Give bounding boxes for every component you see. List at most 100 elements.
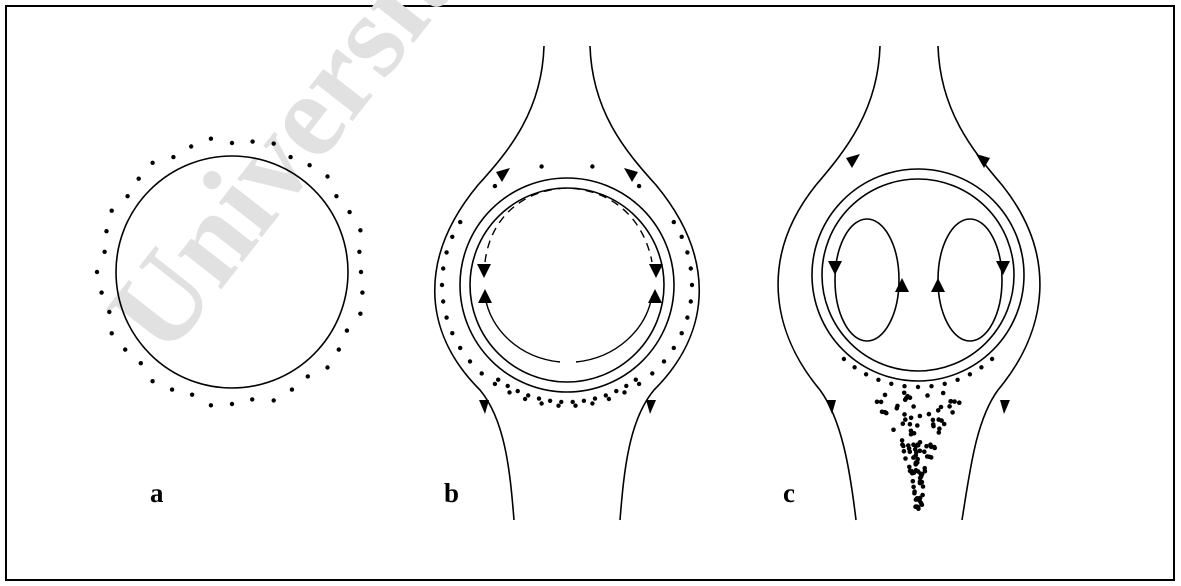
vortex-left-c [835,219,899,341]
vortex-right-c [938,219,1002,341]
particle-dot [909,416,914,421]
particle-dot [880,410,885,415]
particle-dot [95,270,99,274]
particle-dot [852,365,856,369]
particle-dot [891,428,896,433]
particle-dot [450,235,454,239]
panel-label-a: a [150,478,164,508]
particle-dot [637,184,641,188]
particle-dot [493,382,497,386]
particle-dot [911,485,916,490]
particle-dot [325,365,329,369]
particle-dot [879,400,884,405]
particle-dot [901,421,906,426]
particle-dot [634,378,638,382]
particle-dot [903,417,908,422]
particle-dot [672,220,676,224]
particle-dot [662,359,666,363]
sphere-outer-b [460,178,674,392]
particle-dot [272,398,276,402]
particle-dot [102,250,106,254]
particle-dot [593,396,597,400]
particle-dot [918,496,923,501]
particle-dot [230,402,234,406]
particle-wake-c [842,357,995,511]
particle-dot [689,299,693,303]
internal-flow-dashed-b [485,188,652,262]
particle-dot [937,426,942,431]
particle-dot [902,391,907,396]
particle-dot [573,404,577,408]
particle-dot [918,476,923,481]
particle-dot [650,371,654,375]
panel-c: c [778,46,1040,520]
arrow-icon [624,168,638,182]
particle-dot [979,365,983,369]
particle-dot [516,389,520,393]
particle-dot [680,235,684,239]
particle-dot [307,163,311,167]
particle-dot [685,250,689,254]
particle-dot [637,382,641,386]
particle-dot [931,418,936,423]
particle-ring-b [440,164,694,408]
particle-dot [925,393,930,398]
particle-dot [290,387,294,391]
particle-dot [680,331,684,335]
particle-dot [932,446,937,451]
particle-dot [506,384,510,388]
particle-dot [912,431,917,436]
particle-dot [110,331,114,335]
particle-dot [929,384,933,388]
particle-dot [556,404,560,408]
particle-dot [559,400,563,404]
particle-dot [441,299,445,303]
particle-dot [170,387,174,391]
particle-dot [468,359,472,363]
particle-dot [913,462,918,467]
particle-dot [604,393,608,397]
particle-dot [110,209,114,213]
particle-dot [209,137,213,141]
streamline-left-b [435,46,544,520]
particle-dot [345,328,349,332]
particle-dot [139,361,143,365]
arrow-icon [976,154,990,168]
particle-dot [571,400,575,404]
sphere-inner-c [822,179,1014,371]
particle-dot [107,310,111,314]
particle-dot [672,346,676,350]
particle-dot [955,378,959,382]
particle-dot [548,399,552,403]
particle-dot [911,479,916,484]
particle-dot [685,315,689,319]
particle-dot [230,141,234,145]
particle-dot [883,393,888,398]
particle-dot [480,371,484,375]
particle-dot [902,412,907,417]
particle-dot [450,331,454,335]
panel-label-c: c [783,478,795,508]
particle-dot [190,393,194,397]
particle-dot [914,468,919,473]
particle-dot [334,194,338,198]
particle-dot [250,397,254,401]
particle-dot [440,283,444,287]
particle-dot [590,401,594,405]
particle-dot [903,456,908,461]
particle-dot [900,443,905,448]
particle-dot [936,417,941,422]
watermark-text: University [82,0,515,376]
particle-dot [957,400,962,405]
particle-dot [907,465,912,470]
internal-flow-lower-right-b [576,296,652,362]
particle-dot [990,357,994,361]
particle-dot [272,141,276,145]
arrow-icon [646,400,656,414]
particle-dot [496,378,500,382]
particle-dot [895,406,900,411]
streamline-left-c [778,46,880,520]
particle-dot [931,422,936,427]
particle-dot [359,270,363,274]
